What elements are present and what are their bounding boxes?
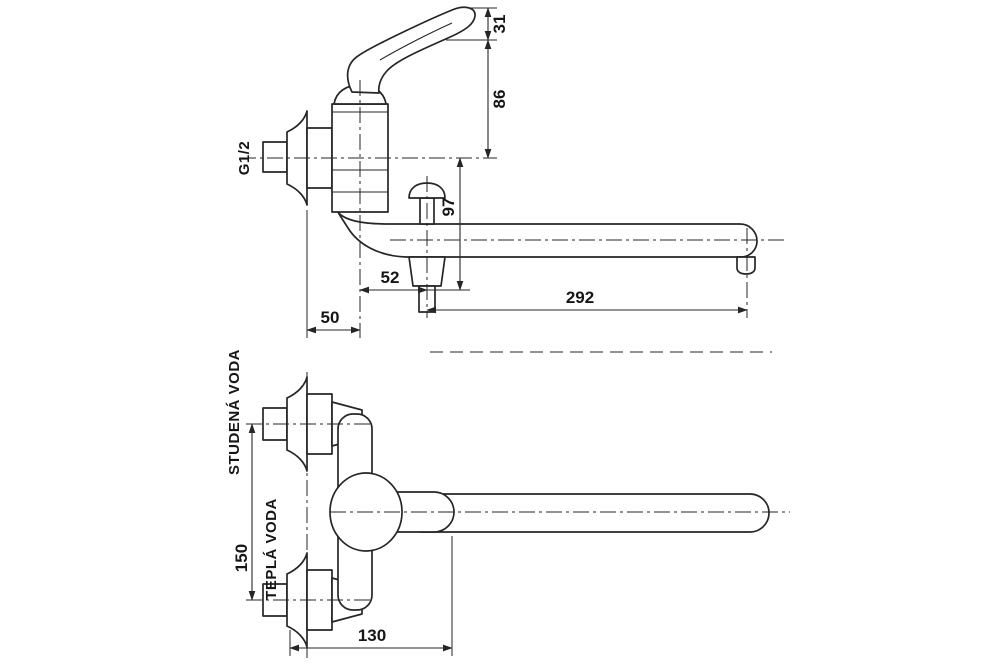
dim-150-label: 150 — [232, 544, 251, 572]
outlet-spigot — [736, 256, 756, 275]
dim-292-label: 292 — [566, 288, 594, 307]
dim-86-label: 86 — [490, 90, 509, 109]
spout-arm — [337, 211, 758, 258]
dim-52-label: 52 — [381, 268, 400, 287]
cold-escutcheon — [286, 376, 308, 472]
spout-plan — [419, 493, 770, 533]
dim-31-label: 31 — [490, 15, 509, 34]
handle-groove — [379, 22, 453, 61]
side-view: 31 86 G1/2 97 52 292 50 — [236, 6, 785, 353]
lever-handle — [346, 6, 476, 94]
plan-view: STUDENÁ VODA TEPLÁ VODA 150 130 — [226, 349, 790, 662]
hot-water-label: TEPLÁ VODA — [263, 498, 280, 600]
extension-lines-130 — [289, 536, 453, 656]
cold-water-label: STUDENÁ VODA — [226, 349, 243, 475]
dim-50-label: 50 — [321, 308, 340, 327]
supply-pipe-stub — [262, 141, 288, 173]
dim-97-label: 97 — [439, 198, 458, 217]
thread-label: G1/2 — [236, 141, 253, 176]
dim-130-label: 130 — [358, 626, 386, 645]
